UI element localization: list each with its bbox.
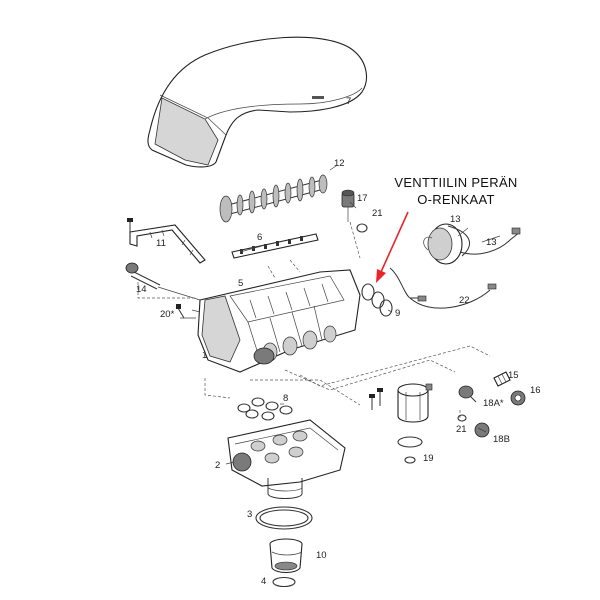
label-21-upper: 21 <box>372 208 383 219</box>
part-6-strip <box>231 233 319 259</box>
part-9-rear-orings <box>361 283 393 317</box>
label-2: 2 <box>215 460 220 471</box>
label-11: 11 <box>156 238 166 249</box>
label-1: 1 <box>202 350 207 361</box>
part-1-valve-body <box>180 269 361 373</box>
part-labels: 7 12 17 21 11 6 13 13 14 5 22 9 20* 1 15… <box>136 96 541 587</box>
part-15-fitting <box>493 371 511 387</box>
label-18b: 18B <box>493 434 510 445</box>
label-5: 5 <box>238 278 243 289</box>
part-18a-solenoid <box>369 383 433 423</box>
label-13-lower: 13 <box>486 237 497 248</box>
label-19: 19 <box>423 453 434 464</box>
label-20: 20* <box>160 309 175 320</box>
label-22: 22 <box>459 295 470 306</box>
label-7: 7 <box>346 96 351 107</box>
part-20-screw <box>176 304 185 319</box>
callout-line-1: VENTTIILIN PERÄN <box>394 175 517 190</box>
label-12: 12 <box>334 158 345 169</box>
label-15: 15 <box>508 370 519 381</box>
part-21-oring-upper <box>356 223 368 233</box>
part-18a-fitting <box>458 385 477 403</box>
part-10-adapter <box>269 538 303 574</box>
part-11-bracket <box>127 218 206 264</box>
label-21-lower: 21 <box>456 424 467 435</box>
part-22-cable <box>389 267 497 309</box>
label-16: 16 <box>530 385 541 396</box>
leader-lines <box>225 201 501 465</box>
part-4-oring <box>272 576 296 588</box>
label-14: 14 <box>136 284 147 295</box>
label-3: 3 <box>247 509 252 520</box>
part-12-camshaft <box>219 165 337 223</box>
label-18a: 18A* <box>483 398 504 409</box>
callout-line-2: O-RENKAAT <box>417 192 495 207</box>
label-4: 4 <box>261 576 266 587</box>
part-13-motor <box>423 223 521 265</box>
label-6: 6 <box>257 232 262 243</box>
part-8-oring-set <box>237 397 293 421</box>
part-21-oring-lower <box>457 414 467 422</box>
callout-arrow <box>376 211 409 283</box>
part-19-orings <box>397 436 423 464</box>
label-17: 17 <box>357 193 368 204</box>
label-10: 10 <box>316 550 327 561</box>
label-13-upper: 13 <box>450 214 461 225</box>
part-2-base <box>227 419 346 499</box>
part-7-cover <box>147 36 368 168</box>
part-16-plug <box>510 390 526 406</box>
part-17-gear <box>341 189 355 222</box>
callout: VENTTIILIN PERÄN O-RENKAAT <box>394 175 517 207</box>
part-18b-plug <box>474 422 490 438</box>
label-9: 9 <box>395 308 400 319</box>
assembly-lines <box>137 221 491 420</box>
part-3-large-oring <box>255 506 313 530</box>
part-14-plunger <box>125 262 201 301</box>
part-3-large-oring-inner <box>259 509 309 527</box>
label-8: 8 <box>283 393 288 404</box>
